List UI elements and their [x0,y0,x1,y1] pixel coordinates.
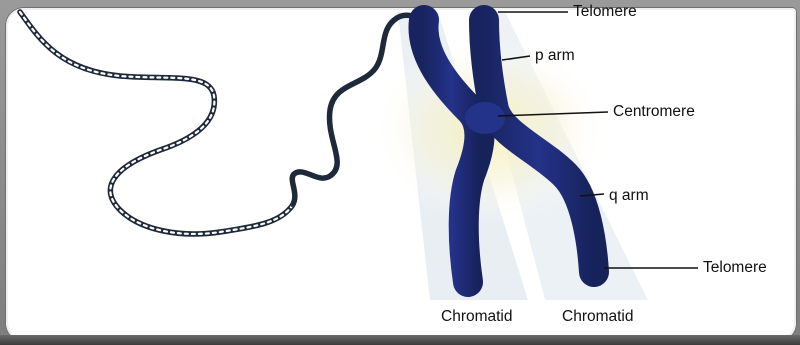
telomere-top-label: Telomere [573,4,637,20]
centromere-label: Centromere [613,104,695,120]
dna-strand [20,12,412,234]
centromere [465,102,505,134]
chromatid-right-label: Chromatid [562,309,634,325]
chromatid-left-label: Chromatid [441,309,513,325]
telomere-bottom-label: Telomere [703,260,767,276]
panel-bottom-rim [0,335,800,345]
q-arm-label: q arm [609,188,649,204]
p-arm-label: p arm [535,48,575,64]
